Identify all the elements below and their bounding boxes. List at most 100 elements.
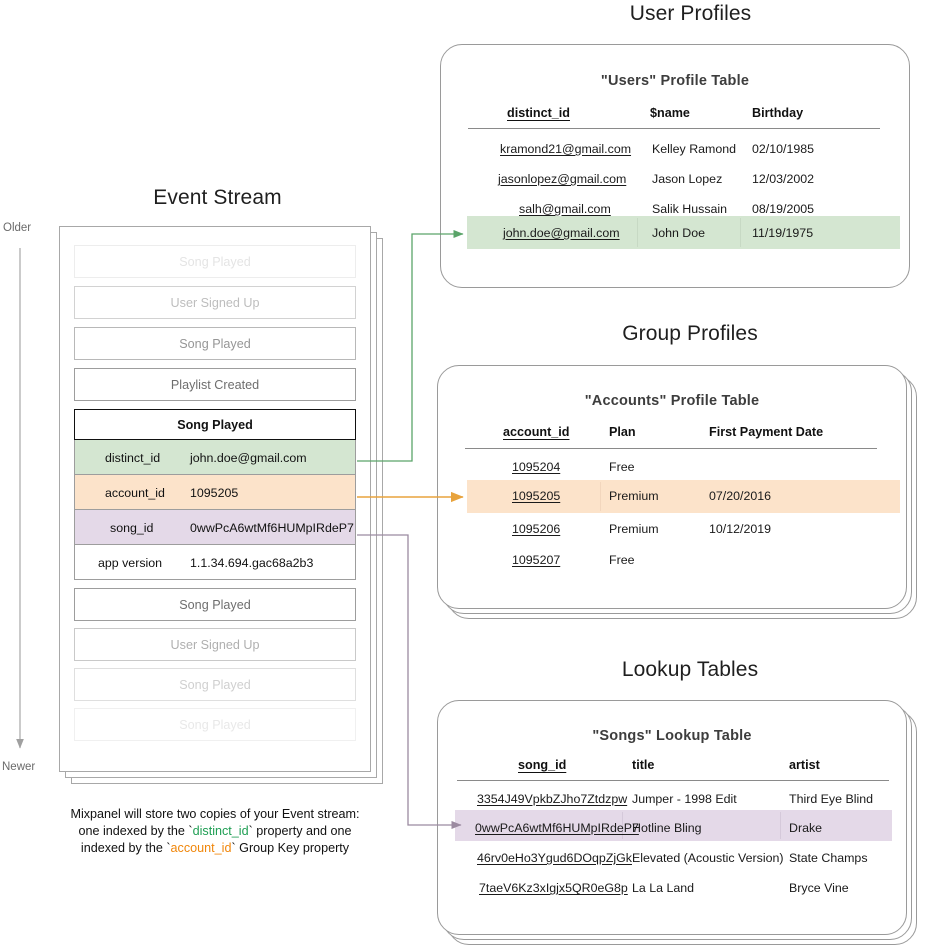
users-cell-distinct-id: jasonlopez@gmail.com: [498, 172, 627, 186]
songs-cell-song-id: 3354J49VpkbZJho7Ztdzpw: [477, 792, 628, 806]
event-stream-panel: Song Played User Signed Up Song Played P…: [59, 226, 389, 786]
event-label: Song Played: [179, 597, 251, 612]
users-cell-distinct-id: salh@gmail.com: [519, 202, 611, 216]
users-col-birthday: Birthday: [752, 106, 804, 120]
users-cell-birthday: 08/19/2005: [752, 202, 815, 216]
songs-cell-artist: Drake: [789, 821, 823, 835]
songs-col-artist: artist: [789, 758, 820, 772]
event-box[interactable]: Song Played: [74, 708, 356, 741]
group-profiles-title: Group Profiles: [622, 322, 758, 345]
caption-distinct-id-token: distinct_id: [192, 824, 249, 838]
accounts-cell-date: 10/12/2019: [709, 522, 772, 536]
event-box[interactable]: Song Played: [74, 668, 356, 701]
accounts-col-account-id: account_id: [503, 425, 570, 439]
lookup-tables-title: Lookup Tables: [621, 658, 759, 681]
users-cell-birthday: 11/19/1975: [752, 226, 814, 240]
user-profiles-title-text: User Profiles: [629, 2, 752, 25]
users-cell-distinct-id: kramond21@gmail.com: [500, 142, 632, 156]
event-box[interactable]: User Signed Up: [74, 628, 356, 661]
songs-header-rule: [457, 780, 889, 781]
caption-line-1: Mixpanel will store two copies of your E…: [70, 807, 360, 821]
property-key: account_id: [105, 486, 165, 500]
event-property-row[interactable]: app version 1.1.34.694.gac68a2b3: [74, 545, 356, 580]
caption-line-2: one indexed by the `distinct_id` propert…: [40, 823, 390, 840]
event-box[interactable]: Song Played: [74, 245, 356, 278]
event-label: Playlist Created: [170, 377, 260, 392]
users-cell-name: Kelley Ramond: [652, 142, 737, 156]
lookup-tables-card: "Songs" Lookup Table song_id title artis…: [437, 700, 917, 948]
songs-row-colsep-1: [622, 812, 623, 839]
event-label: Song Played: [179, 717, 251, 732]
users-cell-birthday: 12/03/2002: [752, 172, 815, 186]
users-row-colsep-2: [740, 218, 741, 247]
users-col-distinct-id: distinct_id: [507, 106, 570, 120]
songs-cell-title: Hotline Bling: [632, 821, 702, 835]
group-profiles-card: "Accounts" Profile Table account_id Plan…: [437, 365, 917, 619]
users-row-colsep-1: [637, 218, 638, 247]
property-value: john.doe@gmail.com: [190, 451, 307, 465]
accounts-cell-id: 1095205: [512, 489, 561, 503]
songs-cell-artist: Bryce Vine: [789, 881, 849, 895]
accounts-cell-plan: Premium: [609, 522, 659, 536]
accounts-col-first-payment: First Payment Date: [709, 425, 824, 439]
property-key: app version: [98, 556, 163, 570]
caption-line-2-pre: one indexed by the `: [78, 824, 193, 838]
accounts-cell-id: 1095204: [512, 460, 561, 474]
event-box[interactable]: User Signed Up: [74, 286, 356, 319]
event-stream-title: Event Stream: [153, 186, 282, 209]
accounts-cell-id: 1095207: [512, 553, 561, 567]
songs-cell-song-id: 7taeV6Kz3xIgjx5QR0eG8p: [479, 881, 628, 895]
accounts-table-title: "Accounts" Profile Table: [584, 393, 760, 409]
axis-label-older: Older: [3, 222, 32, 234]
caption-line-3-post: ` Group Key property: [231, 841, 350, 855]
event-box[interactable]: Song Played: [74, 588, 356, 621]
user-profiles-title: User Profiles: [0, 2, 941, 26]
event-box[interactable]: Song Played: [74, 327, 356, 360]
songs-table-title: "Songs" Lookup Table: [592, 728, 752, 744]
songs-cell-title: Jumper - 1998 Edit: [632, 792, 737, 806]
caption-block: Mixpanel will store two copies of your E…: [40, 806, 390, 857]
songs-row-highlight: [455, 810, 892, 841]
users-header-rule: [468, 128, 880, 129]
users-cell-name: Salik Hussain: [652, 202, 728, 216]
selected-event-header[interactable]: Song Played: [74, 409, 356, 440]
property-key: song_id: [110, 521, 154, 535]
caption-line-2-post: ` property and one: [248, 824, 352, 838]
users-col-name: $name: [650, 106, 690, 120]
accounts-cell-plan: Free: [609, 553, 635, 567]
accounts-header-rule: [465, 448, 877, 449]
property-value: 1095205: [190, 486, 239, 500]
event-label: Song Played: [179, 677, 251, 692]
accounts-cell-plan: Premium: [609, 489, 659, 503]
selected-event-label: Song Played: [177, 417, 253, 432]
users-table-title: "Users" Profile Table: [600, 73, 750, 89]
accounts-row-colsep-1: [600, 482, 601, 511]
users-cell-birthday: 02/10/1985: [752, 142, 815, 156]
property-value: 0wwPcA6wtMf6HUMpIRdeP7: [190, 521, 354, 535]
songs-row-colsep-2: [780, 812, 781, 839]
accounts-row-highlight: [467, 480, 900, 513]
accounts-cell-plan: Free: [609, 460, 635, 474]
event-label: User Signed Up: [170, 295, 260, 310]
songs-cell-song-id: 46rv0eHo3Ygud6DOqpZjGk: [477, 851, 632, 865]
event-property-row[interactable]: distinct_id john.doe@gmail.com: [74, 440, 356, 475]
songs-cell-artist: State Champs: [789, 851, 868, 865]
event-label: Song Played: [179, 336, 251, 351]
event-label: User Signed Up: [170, 637, 260, 652]
users-cell-name: Jason Lopez: [652, 172, 723, 186]
user-profiles-card: "Users" Profile Table distinct_id $name …: [440, 44, 910, 288]
songs-cell-artist: Third Eye Blind: [789, 792, 874, 806]
property-value: 1.1.34.694.gac68a2b3: [190, 556, 314, 570]
users-cell-distinct-id: john.doe@gmail.com: [503, 226, 620, 240]
accounts-cell-date: 07/20/2016: [709, 489, 772, 503]
accounts-col-plan: Plan: [609, 425, 636, 439]
property-key: distinct_id: [105, 451, 161, 465]
event-property-row[interactable]: account_id 1095205: [74, 475, 356, 510]
axis-label-newer: Newer: [2, 761, 36, 773]
event-property-row[interactable]: song_id 0wwPcA6wtMf6HUMpIRdeP7: [74, 510, 356, 545]
caption-account-id-token: account_id: [170, 841, 232, 855]
event-box[interactable]: Playlist Created: [74, 368, 356, 401]
event-label: Song Played: [179, 254, 251, 269]
users-row-highlight: [467, 216, 900, 249]
accounts-cell-id: 1095206: [512, 522, 561, 536]
